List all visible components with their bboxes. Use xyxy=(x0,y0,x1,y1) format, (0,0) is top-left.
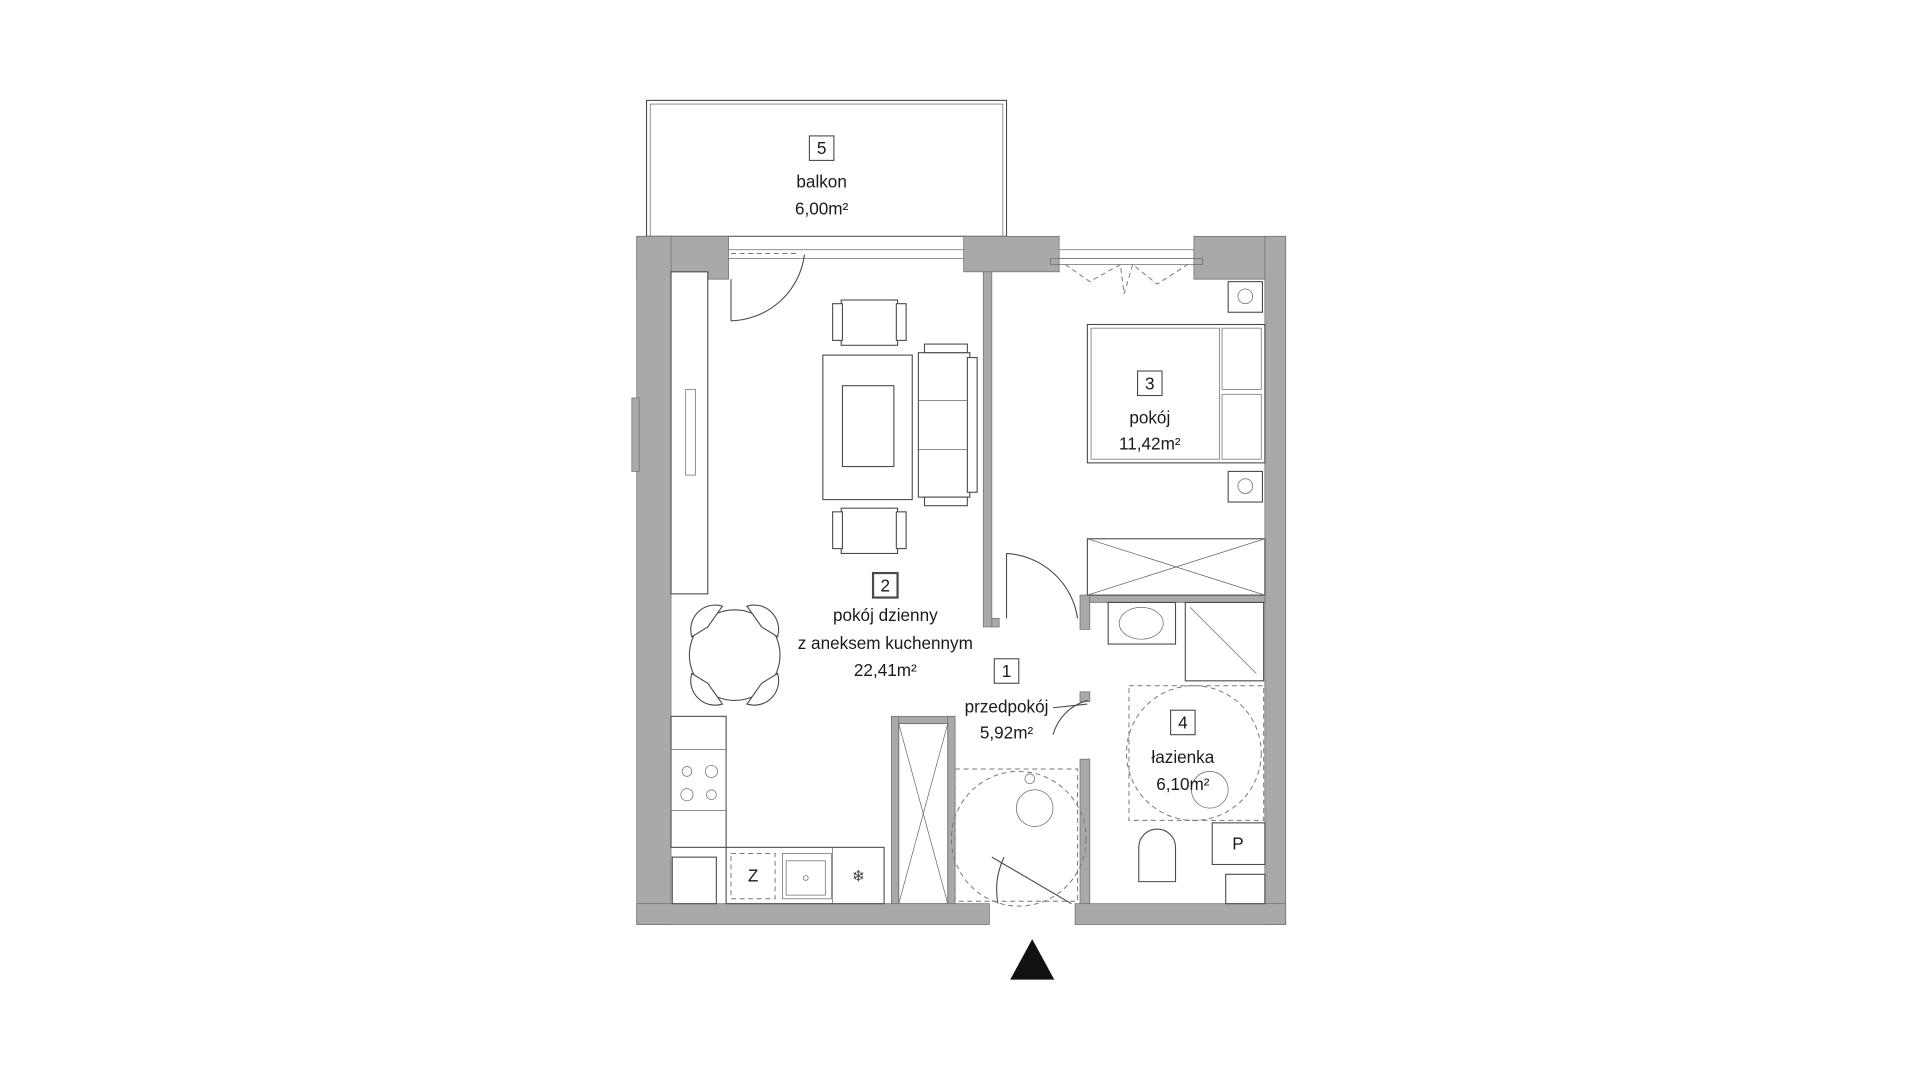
svg-text:3: 3 xyxy=(1145,373,1155,393)
room-label-2: 2 pokój dzienny z aneksem kuchennym 22,4… xyxy=(798,571,973,680)
room-label-5: 5 balkon 6,00m² xyxy=(795,135,849,218)
walls xyxy=(631,235,1287,925)
room-label-3: 3 pokój 11,42m² xyxy=(1119,370,1181,453)
svg-text:5,92m²: 5,92m² xyxy=(980,722,1034,742)
hall-closet xyxy=(898,723,1087,907)
living-furniture xyxy=(670,271,978,706)
svg-text:4: 4 xyxy=(1178,712,1188,732)
svg-text:2: 2 xyxy=(881,575,891,595)
svg-text:pokój: pokój xyxy=(1129,408,1170,428)
balcony xyxy=(645,99,1008,237)
svg-text:łazienka: łazienka xyxy=(1151,747,1214,767)
svg-text:11,42m²: 11,42m² xyxy=(1119,433,1181,453)
storage-label: Z xyxy=(748,866,758,886)
svg-text:balkon: balkon xyxy=(796,171,846,191)
freezer-icon: ❄ xyxy=(852,867,865,886)
svg-text:pokój dzienny: pokój dzienny xyxy=(833,605,938,625)
svg-text:5: 5 xyxy=(817,138,827,158)
bedroom-furniture xyxy=(1086,281,1266,596)
doors xyxy=(730,254,1088,905)
boiler-label: P xyxy=(1232,834,1243,854)
svg-text:1: 1 xyxy=(1002,661,1012,681)
svg-text:z aneksem kuchennym: z aneksem kuchennym xyxy=(798,633,973,653)
svg-text:6,10m²: 6,10m² xyxy=(1156,774,1210,794)
room-label-4: 4 łazienka 6,10m² xyxy=(1151,709,1215,794)
room-label-1: 1 przedpokój 5,92m² xyxy=(965,658,1049,742)
windows xyxy=(728,249,1203,295)
kitchen: Z ❄ xyxy=(670,715,885,905)
svg-text:22,41m²: 22,41m² xyxy=(854,660,917,680)
entrance-arrow-icon xyxy=(1010,939,1055,980)
svg-text:6,00m²: 6,00m² xyxy=(795,198,849,218)
bathroom-fixtures: P xyxy=(1107,601,1266,905)
svg-text:przedpokój: przedpokój xyxy=(965,697,1049,717)
